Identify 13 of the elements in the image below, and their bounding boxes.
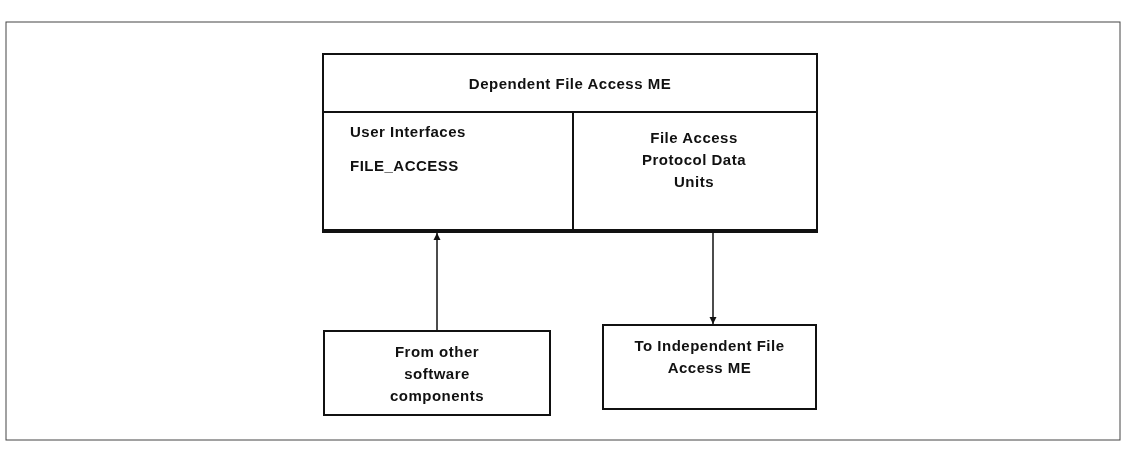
target-box bbox=[602, 324, 817, 410]
interface-name: FILE_ACCESS bbox=[350, 156, 460, 176]
cell-text: File Access Protocol Data Units bbox=[641, 128, 747, 192]
source-box bbox=[323, 330, 551, 416]
protocol-cell bbox=[572, 111, 818, 233]
arrow bbox=[433, 232, 441, 331]
box-text: From other software components bbox=[388, 342, 486, 406]
section-heading: User Interfaces bbox=[350, 122, 467, 142]
box-text: To Independent File Access ME bbox=[633, 336, 786, 378]
box-title: Dependent File Access ME bbox=[467, 74, 673, 94]
interface-cell bbox=[322, 111, 574, 233]
process-box bbox=[322, 53, 818, 231]
arrow bbox=[709, 232, 717, 325]
